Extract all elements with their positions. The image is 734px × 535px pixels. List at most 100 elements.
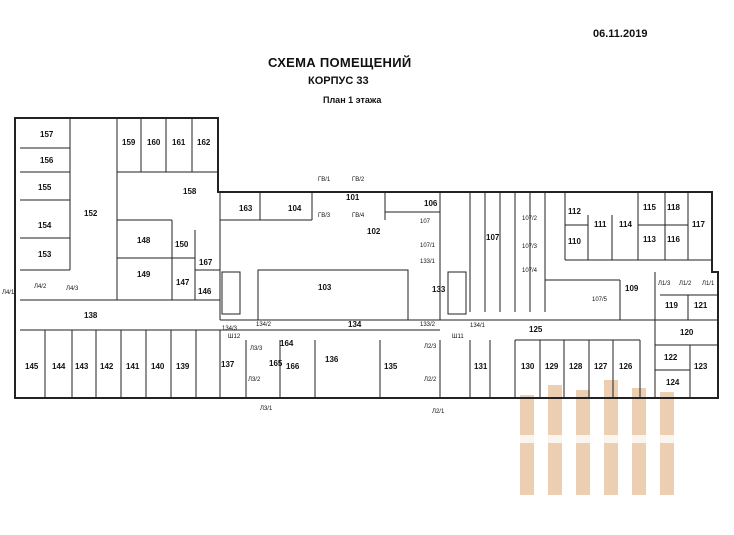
room-145: 145: [25, 362, 39, 371]
room-134: 134: [348, 320, 362, 329]
room-141: 141: [126, 362, 140, 371]
label-gv1: ГВ/1: [318, 177, 331, 183]
room-162: 162: [197, 138, 211, 147]
building-label: КОРПУС 33: [308, 75, 369, 87]
label-l4-1: Л4/1: [2, 290, 15, 296]
room-165: 165: [269, 359, 283, 368]
room-104: 104: [288, 204, 302, 213]
room-114: 114: [619, 220, 632, 229]
label-107-3: 107/3: [522, 244, 538, 250]
plan-date: 06.11.2019: [593, 28, 648, 40]
room-135: 135: [384, 362, 398, 371]
room-112: 112: [568, 207, 581, 216]
label-134-3: 134/3: [222, 326, 238, 332]
label-sh11: Ш11: [452, 334, 464, 340]
label-133-2: 133/2: [420, 322, 436, 328]
room-164: 164: [280, 339, 294, 348]
room-124: 124: [666, 378, 680, 387]
room-113: 113: [643, 235, 656, 244]
floor-label: План 1 этажа: [323, 95, 382, 105]
room-115: 115: [643, 203, 656, 212]
label-134-2: 134/2: [256, 322, 272, 328]
room-103: 103: [318, 283, 332, 292]
room-157: 157: [40, 130, 54, 139]
room-147: 147: [176, 278, 190, 287]
room-137: 137: [221, 360, 235, 369]
room-148: 148: [137, 236, 151, 245]
room-120: 120: [680, 328, 694, 337]
label-133-1: 133/1: [420, 259, 436, 265]
room-166: 166: [286, 362, 300, 371]
room-110: 110: [568, 237, 581, 246]
label-l1-1: Л1/1: [702, 281, 715, 287]
label-l4-2: Л4/2: [34, 284, 47, 290]
room-128: 128: [569, 362, 583, 371]
room-111: 111: [594, 220, 607, 229]
room-107: 107: [486, 233, 500, 242]
room-127: 127: [594, 362, 608, 371]
room-154: 154: [38, 221, 52, 230]
room-156: 156: [40, 156, 54, 165]
label-l2-3: Л2/3: [424, 344, 437, 350]
label-107-4: 107/4: [522, 268, 538, 274]
label-l2-2: Л2/2: [424, 377, 437, 383]
watermark-logo: [520, 380, 690, 495]
walls: [14, 117, 719, 399]
room-126: 126: [619, 362, 633, 371]
room-142: 142: [100, 362, 114, 371]
label-l4-3: Л4/3: [66, 286, 79, 292]
room-144: 144: [52, 362, 66, 371]
room-160: 160: [147, 138, 161, 147]
room-119: 119: [665, 301, 678, 310]
room-153: 153: [38, 250, 52, 259]
room-136: 136: [325, 355, 339, 364]
room-143: 143: [75, 362, 89, 371]
room-133: 133: [432, 285, 446, 294]
label-l3-2: Л3/2: [248, 377, 261, 383]
label-gv2: ГВ/2: [352, 177, 365, 183]
room-116: 116: [667, 235, 680, 244]
room-158: 158: [183, 187, 197, 196]
label-107: 107: [420, 219, 431, 225]
label-134-1: 134/1: [470, 323, 486, 329]
label-gv3: ГВ/3: [318, 213, 331, 219]
plan-title: СХЕМА ПОМЕЩЕНИЙ: [268, 55, 412, 70]
room-106: 106: [424, 199, 438, 208]
room-149: 149: [137, 270, 151, 279]
room-130: 130: [521, 362, 535, 371]
label-gv4: ГВ/4: [352, 213, 365, 219]
label-l2-1: Л2/1: [432, 409, 445, 415]
label-l3-1: Л3/1: [260, 406, 273, 412]
room-167: 167: [199, 258, 213, 267]
room-121: 121: [694, 301, 708, 310]
room-140: 140: [151, 362, 165, 371]
room-122: 122: [664, 353, 678, 362]
room-159: 159: [122, 138, 136, 147]
room-138: 138: [84, 311, 98, 320]
label-107-5: 107/5: [592, 297, 608, 303]
room-155: 155: [38, 183, 52, 192]
label-l1-3: Л1/3: [658, 281, 671, 287]
room-109: 109: [625, 284, 639, 293]
room-labels: 157 156 155 154 153 159 160 161 162 158 …: [25, 130, 708, 387]
room-146: 146: [198, 287, 212, 296]
label-107-2: 107/2: [522, 216, 538, 222]
room-123: 123: [694, 362, 708, 371]
room-118: 118: [667, 203, 680, 212]
room-131: 131: [474, 362, 488, 371]
room-139: 139: [176, 362, 190, 371]
label-l3-3: Л3/3: [250, 346, 263, 352]
room-129: 129: [545, 362, 559, 371]
room-117: 117: [692, 220, 705, 229]
room-101: 101: [346, 193, 360, 202]
room-161: 161: [172, 138, 186, 147]
label-l1-2: Л1/2: [679, 281, 692, 287]
room-152: 152: [84, 209, 98, 218]
annotation-labels: ГВ/1 ГВ/2 ГВ/3 ГВ/4 107 107/1 107/2 107/…: [2, 177, 715, 415]
label-sh12: Ш12: [228, 334, 241, 340]
room-125: 125: [529, 325, 543, 334]
room-150: 150: [175, 240, 189, 249]
room-163: 163: [239, 204, 253, 213]
room-102: 102: [367, 227, 381, 236]
